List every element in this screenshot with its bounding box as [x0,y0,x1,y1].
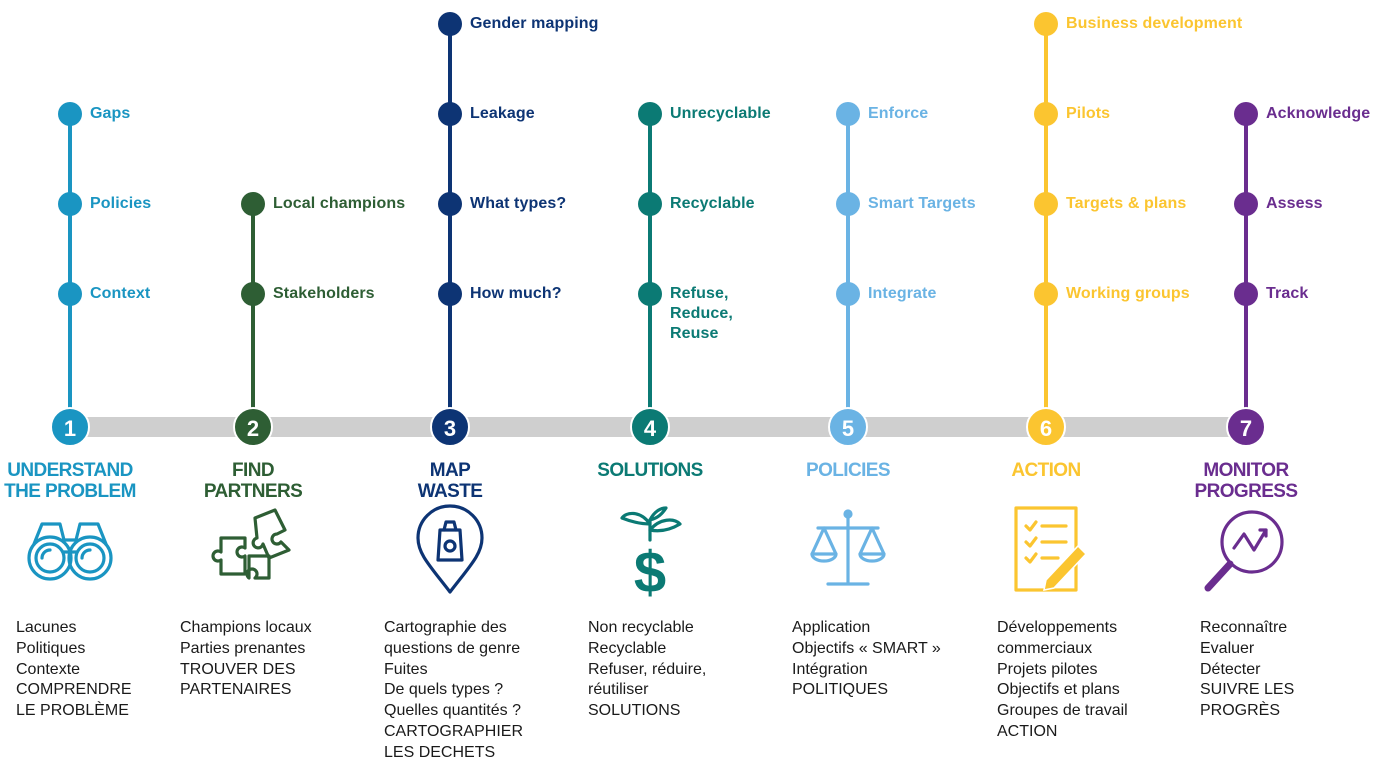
milestone-label: Refuse, Reduce, Reuse [670,285,733,342]
milestone-label: Stakeholders [273,285,375,302]
step-number-badge: 4 [630,407,670,447]
step-number-badge: 5 [828,407,868,447]
milestone-label: Business development [1066,15,1243,32]
milestone-dot [241,282,265,306]
milestone-dot [438,12,462,36]
milestone-label: Gaps [90,105,131,122]
milestone-dot [836,192,860,216]
step-number-badge: 1 [50,407,90,447]
french-translation: Non recyclable Recyclable Refuser, rédui… [588,619,707,720]
milestone-label: What types? [470,195,567,212]
milestone-label: Recyclable [670,195,755,212]
milestone-label: Working groups [1066,285,1190,302]
milestone-label: Local champions [273,195,406,212]
step-5-connector [846,114,850,427]
french-translation: Cartographie des questions de genre Fuit… [384,619,523,761]
milestone-dot [58,282,82,306]
milestone-dot [638,102,662,126]
milestone-dot [836,102,860,126]
milestone-label: Acknowledge [1266,105,1371,122]
map-pin-bag-icon [400,500,500,600]
milestone-dot [1034,192,1058,216]
french-translation: Développements commerciaux Projets pilot… [997,619,1128,740]
svg-text:$: $ [634,540,666,600]
milestone-dot [438,282,462,306]
step-title: SOLUTIONS [597,460,703,481]
milestone-dot [1034,102,1058,126]
french-translation: Champions locaux Parties prenantes TROUV… [180,619,312,699]
step-6-connector [1044,24,1048,427]
step-number-badge: 3 [430,407,470,447]
milestone-label: Leakage [470,105,535,122]
scales-icon [798,500,898,600]
milestone-label: Track [1266,285,1309,302]
magnifier-chart-icon [1196,500,1296,600]
step-2-connector [251,204,255,427]
milestone-dot [438,192,462,216]
milestone-label: Gender mapping [470,15,599,32]
step-3-connector [448,24,452,427]
milestone-label: Smart Targets [868,195,976,212]
milestone-dot [836,282,860,306]
step-title: POLICIES [806,460,890,481]
milestone-label: Context [90,285,151,302]
puzzle-icon [203,500,303,600]
french-translation: Application Objectifs « SMART » Intégrat… [792,619,941,699]
milestone-dot [1234,282,1258,306]
milestone-dot [1234,102,1258,126]
step-title: MAP WASTE [417,460,483,502]
milestone-label: Enforce [868,105,929,122]
milestone-label: Pilots [1066,105,1111,122]
milestone-label: Unrecyclable [670,105,771,122]
step-title: UNDERSTAND THE PROBLEM [4,460,136,502]
milestone-dot [58,102,82,126]
step-title: FIND PARTNERS [203,460,303,502]
milestone-label: Assess [1266,195,1323,212]
step-title: MONITOR PROGRESS [1194,460,1299,502]
step-title: ACTION [1011,460,1081,481]
french-translation: Lacunes Politiques Contexte COMPRENDRE L… [16,619,132,720]
dollar-sprout-icon: $ [600,500,700,605]
milestone-dot [638,192,662,216]
milestone-label: How much? [470,285,562,302]
checklist-pencil-icon [996,500,1096,600]
step-1-connector [68,114,72,427]
milestone-label: Targets & plans [1066,195,1187,212]
milestone-dot [58,192,82,216]
step-number-badge: 2 [233,407,273,447]
milestone-label: Policies [90,195,152,212]
step-7-connector [1244,114,1248,427]
milestone-dot [1034,12,1058,36]
milestone-dot [1234,192,1258,216]
milestone-dot [241,192,265,216]
milestone-label: Integrate [868,285,937,302]
step-number-badge: 6 [1026,407,1066,447]
milestone-dot [438,102,462,126]
step-4-connector [648,114,652,427]
french-translation: Reconnaître Evaluer Détecter SUIVRE LES … [1200,619,1295,720]
step-number-badge: 7 [1226,407,1266,447]
binoculars-icon [20,500,120,600]
milestone-dot [1034,282,1058,306]
milestone-dot [638,282,662,306]
